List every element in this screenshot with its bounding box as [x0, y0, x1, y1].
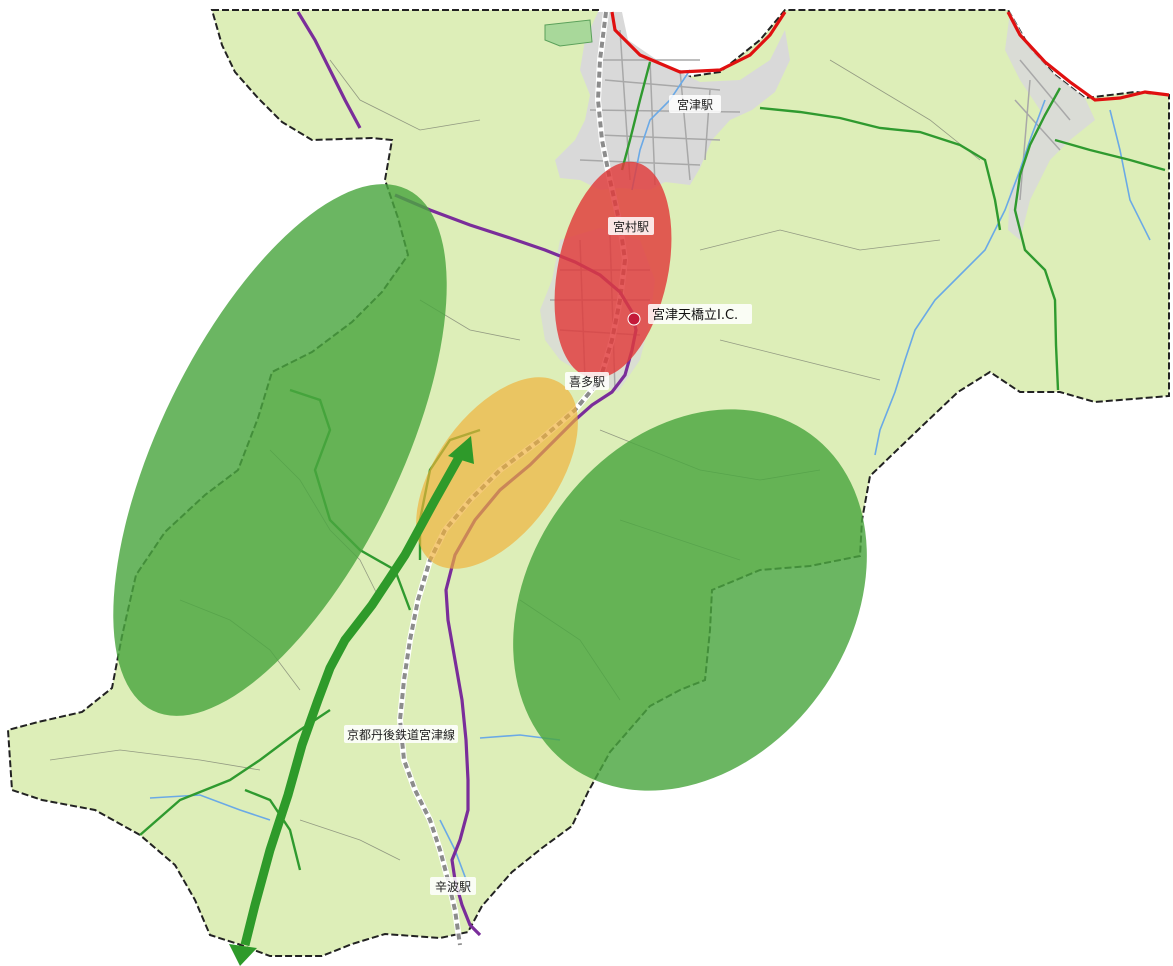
label-railway-line[interactable]: 京都丹後鉄道宮津線 [344, 725, 458, 743]
corridor-arrow [229, 436, 474, 966]
green-zone-east [513, 409, 867, 791]
road-i [49, 749, 261, 771]
ic-text: 宮津天橋立I.C. [652, 307, 738, 323]
national-road-northeast [1006, 11, 1170, 102]
lake-north [544, 19, 593, 47]
railway-line-text: 京都丹後鉄道宮津線 [347, 727, 455, 742]
road-j [299, 819, 401, 861]
road-l [829, 59, 981, 161]
river-south [149, 794, 271, 821]
ic-marker[interactable] [627, 312, 641, 326]
road-g [699, 229, 941, 251]
label-karakami-station[interactable]: 辛波駅 [430, 877, 476, 895]
river-east-a [874, 99, 1046, 456]
miyazu-station-text: 宮津駅 [677, 97, 713, 112]
label-miyazu-amanohashidate-ic[interactable]: 宮津天橋立I.C. [648, 304, 752, 324]
corridor-arrowhead-north [448, 436, 474, 464]
corridor-arrow-shaft [240, 449, 466, 947]
miyamura-station-text: 宮村駅 [613, 219, 649, 234]
karakami-station-text: 辛波駅 [435, 880, 471, 894]
national-road-miyazu [610, 11, 787, 74]
road-k [329, 59, 481, 131]
pref-road-miyazu [620, 61, 652, 171]
pref-road-ne-arm [1054, 138, 1166, 172]
river-east-b [1109, 109, 1151, 241]
national-roads [610, 11, 1170, 102]
pref-road-northeast [1013, 87, 1062, 391]
corridor-arrowhead-south [229, 944, 257, 966]
labels: 宮津駅 宮村駅 宮津天橋立I.C. 喜多駅 京都丹後鉄道宮津線 辛波駅 [344, 95, 752, 895]
zones [113, 161, 867, 791]
orange-zone-kita [416, 377, 578, 569]
road-h [719, 339, 881, 381]
pref-road-east [759, 106, 1002, 231]
label-miyamura-station[interactable]: 宮村駅 [608, 217, 654, 235]
label-kita-station[interactable]: 喜多駅 [565, 372, 609, 390]
red-zone-miyamura [554, 161, 672, 379]
label-miyazu-station[interactable]: 宮津駅 [669, 95, 721, 113]
kita-station-text: 喜多駅 [569, 375, 605, 389]
expressway-northwest [296, 11, 362, 129]
green-zone-west [113, 184, 447, 716]
